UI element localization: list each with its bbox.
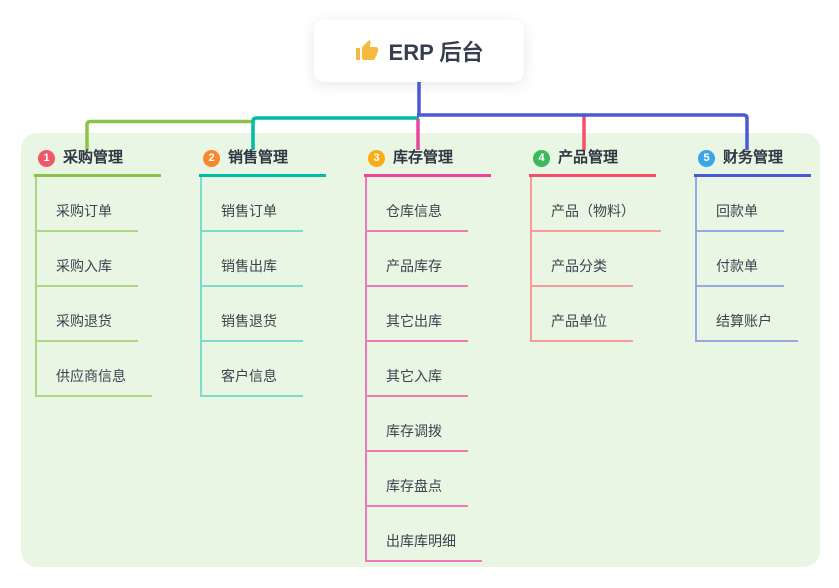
branch-number-badge: 3 <box>368 149 385 167</box>
child-node[interactable]: 其它入库 <box>367 342 468 397</box>
child-label: 供应商信息 <box>56 368 126 384</box>
branch-header[interactable]: 5 财务管理 <box>694 148 811 177</box>
branch-header[interactable]: 3 库存管理 <box>364 148 491 177</box>
branch-label: 采购管理 <box>63 149 124 166</box>
branch-children: 销售订单 销售出库 销售退货 客户信息 <box>200 177 303 397</box>
branch-header[interactable]: 2 销售管理 <box>199 148 326 177</box>
child-node[interactable]: 付款单 <box>697 232 784 287</box>
child-node[interactable]: 产品库存 <box>367 232 468 287</box>
branch-label: 库存管理 <box>393 149 454 166</box>
branch-header[interactable]: 1 采购管理 <box>34 148 161 177</box>
child-node[interactable]: 出库库明细 <box>367 507 482 562</box>
branch-label: 财务管理 <box>723 149 784 166</box>
child-label: 出库库明细 <box>386 533 456 549</box>
branch-sales: 2 销售管理 销售订单 销售出库 销售退货 客户信息 <box>199 148 326 397</box>
child-node[interactable]: 回款单 <box>697 177 784 232</box>
branch-children: 回款单 付款单 结算账户 <box>695 177 798 342</box>
branch-children: 产品（物料） 产品分类 产品单位 <box>530 177 661 342</box>
child-node[interactable]: 销售出库 <box>202 232 303 287</box>
child-label: 产品分类 <box>551 258 607 274</box>
child-node[interactable]: 产品单位 <box>532 287 633 342</box>
child-node[interactable]: 采购退货 <box>37 287 138 342</box>
child-label: 产品单位 <box>551 313 607 329</box>
branch-inventory: 3 库存管理 仓库信息 产品库存 其它出库 其它入库 库存调拨 库存盘点 出库库… <box>364 148 491 562</box>
child-node[interactable]: 供应商信息 <box>37 342 152 397</box>
child-label: 其它出库 <box>386 313 442 329</box>
child-node[interactable]: 采购订单 <box>37 177 138 232</box>
branch-number-badge: 1 <box>38 149 55 167</box>
child-node[interactable]: 结算账户 <box>697 287 798 342</box>
branch-finance: 5 财务管理 回款单 付款单 结算账户 <box>694 148 811 342</box>
child-label: 库存调拨 <box>386 423 442 439</box>
root-node[interactable]: ERP 后台 <box>314 20 524 82</box>
branch-number-badge: 4 <box>533 149 550 167</box>
child-node[interactable]: 销售退货 <box>202 287 303 342</box>
branch-product: 4 产品管理 产品（物料） 产品分类 产品单位 <box>529 148 661 342</box>
child-label: 客户信息 <box>221 368 277 384</box>
child-node[interactable]: 仓库信息 <box>367 177 468 232</box>
child-label: 销售出库 <box>221 258 277 274</box>
child-label: 付款单 <box>716 258 758 274</box>
branch-header[interactable]: 4 产品管理 <box>529 148 656 177</box>
child-node[interactable]: 库存盘点 <box>367 452 468 507</box>
child-label: 仓库信息 <box>386 203 442 219</box>
child-label: 产品库存 <box>386 258 442 274</box>
child-label: 采购退货 <box>56 313 112 329</box>
branch-number-badge: 5 <box>698 149 715 167</box>
child-node[interactable]: 销售订单 <box>202 177 303 232</box>
thumbs-up-icon <box>355 40 378 60</box>
branch-purchase: 1 采购管理 采购订单 采购入库 采购退货 供应商信息 <box>34 148 161 397</box>
branches-panel <box>21 133 820 567</box>
child-node[interactable]: 采购入库 <box>37 232 138 287</box>
branch-children: 采购订单 采购入库 采购退货 供应商信息 <box>35 177 152 397</box>
child-label: 销售订单 <box>221 203 277 219</box>
child-node[interactable]: 其它出库 <box>367 287 468 342</box>
child-label: 结算账户 <box>716 313 772 329</box>
branch-label: 产品管理 <box>558 149 619 166</box>
child-node[interactable]: 客户信息 <box>202 342 303 397</box>
child-label: 采购订单 <box>56 203 112 219</box>
root-title: ERP 后台 <box>388 40 484 65</box>
branch-children: 仓库信息 产品库存 其它出库 其它入库 库存调拨 库存盘点 出库库明细 <box>365 177 482 562</box>
branch-label: 销售管理 <box>228 149 289 166</box>
child-label: 库存盘点 <box>386 478 442 494</box>
child-label: 销售退货 <box>221 313 277 329</box>
branch-number-badge: 2 <box>203 149 220 167</box>
child-label: 采购入库 <box>56 258 112 274</box>
child-label: 产品（物料） <box>551 203 635 219</box>
child-label: 其它入库 <box>386 368 442 384</box>
child-node[interactable]: 产品分类 <box>532 232 633 287</box>
child-node[interactable]: 产品（物料） <box>532 177 661 232</box>
child-label: 回款单 <box>716 203 758 219</box>
child-node[interactable]: 库存调拨 <box>367 397 468 452</box>
